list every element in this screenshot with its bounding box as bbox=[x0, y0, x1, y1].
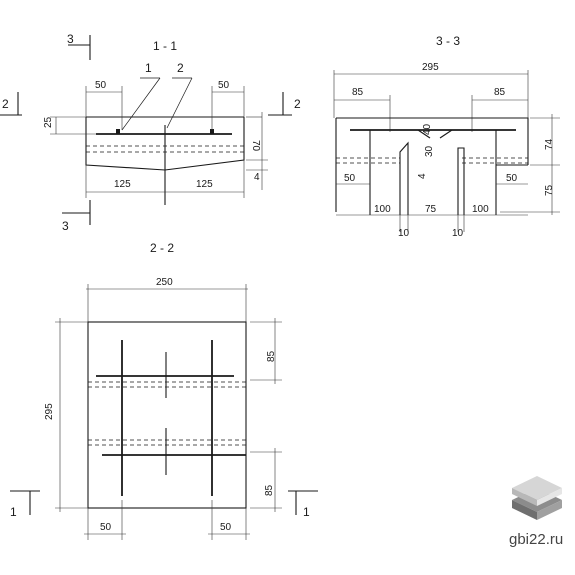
callout-2: 2 bbox=[177, 61, 184, 75]
section-2-2-plate bbox=[87, 321, 247, 509]
dim-85-right: 85 bbox=[494, 87, 506, 98]
dim-100-right: 100 bbox=[472, 204, 489, 215]
dim-100-left: 100 bbox=[374, 204, 391, 215]
section-2-2-title: 2 - 2 bbox=[150, 241, 174, 255]
cut-label-1-left: 1 bbox=[10, 505, 17, 519]
section-1-1: 1 - 1 3 3 2 2 1 2 bbox=[0, 32, 301, 233]
section-1-1-loop-left bbox=[116, 129, 120, 134]
dim-4: 4 bbox=[254, 172, 260, 183]
dim-50-left-33: 50 bbox=[344, 173, 356, 184]
dim-50-right: 50 bbox=[218, 80, 230, 91]
dim-50-right-33: 50 bbox=[506, 173, 518, 184]
dim-30: 30 bbox=[424, 145, 435, 157]
dim-295: 295 bbox=[422, 62, 439, 73]
watermark-text: gbi22.ru bbox=[509, 531, 564, 548]
cut-label-2-left: 2 bbox=[2, 97, 9, 111]
dim-125-right: 125 bbox=[196, 179, 213, 190]
dim-10-left: 10 bbox=[398, 228, 410, 239]
section-3-3-hook-right bbox=[439, 129, 453, 139]
cut-label-3-bottom: 3 bbox=[62, 219, 69, 233]
dim-40: 40 bbox=[422, 123, 433, 135]
dim-25: 25 bbox=[43, 116, 54, 128]
cut-label-1-right: 1 bbox=[303, 505, 310, 519]
dim-250: 250 bbox=[156, 277, 173, 288]
section-3-3-leg-left bbox=[399, 141, 409, 215]
cut-label-3-top: 3 bbox=[67, 32, 74, 46]
dim-70: 70 bbox=[250, 140, 261, 152]
callout-1: 1 bbox=[145, 61, 152, 75]
section-3-3-top-outline bbox=[336, 117, 529, 165]
stacked-blocks-logo-icon bbox=[512, 476, 562, 520]
dim-50-right-22: 50 bbox=[220, 522, 232, 533]
section-3-3-hook-left bbox=[417, 129, 431, 139]
section-3-3-title: 3 - 3 bbox=[436, 34, 460, 48]
dim-10-right: 10 bbox=[452, 228, 464, 239]
cut-label-2-right: 2 bbox=[294, 97, 301, 111]
dim-75-mid: 75 bbox=[425, 204, 437, 215]
dim-50-left-22: 50 bbox=[100, 522, 112, 533]
dim-85-left: 85 bbox=[352, 87, 364, 98]
dim-295-v: 295 bbox=[44, 403, 55, 420]
dim-4-33: 4 bbox=[417, 173, 428, 179]
section-3-3-leg-right bbox=[457, 147, 465, 215]
dim-75-side: 75 bbox=[544, 184, 555, 196]
section-2-2: 2 - 2 250 295 85 85 bbox=[10, 241, 318, 540]
dim-85-top: 85 bbox=[266, 350, 277, 362]
dim-125-left: 125 bbox=[114, 179, 131, 190]
section-3-3: 3 - 3 295 85 85 40 30 4 bbox=[333, 34, 560, 239]
dim-74: 74 bbox=[544, 138, 555, 150]
callout-2-leader bbox=[166, 77, 193, 129]
section-1-1-loop-right bbox=[210, 129, 214, 134]
callout-1-leader bbox=[121, 77, 161, 131]
dim-50-left: 50 bbox=[95, 80, 107, 91]
section-1-1-title: 1 - 1 bbox=[153, 39, 177, 53]
dim-85-bottom: 85 bbox=[264, 484, 275, 496]
